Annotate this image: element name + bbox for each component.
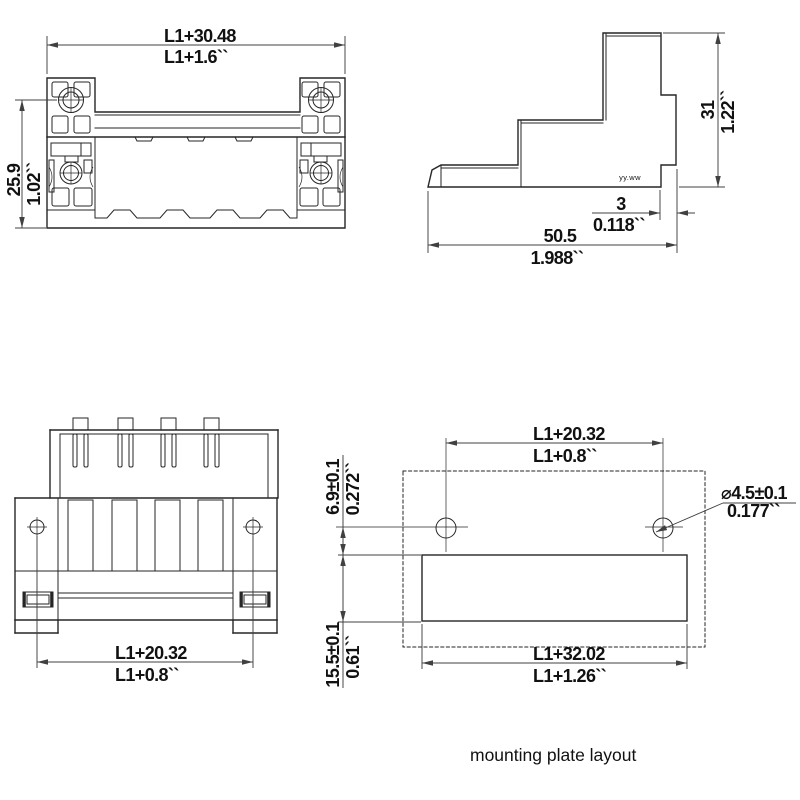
pin-leg [214, 433, 220, 468]
latch-inner [243, 594, 267, 605]
pin-leg [203, 433, 209, 468]
dim-side-height-imperial: 1.22`` [718, 90, 738, 134]
flange-pocket [51, 187, 70, 207]
front-flange-left [48, 81, 94, 207]
pin-cap [72, 417, 89, 431]
flex-arc [339, 166, 344, 188]
notch-tab [134, 136, 154, 142]
side-rib [337, 159, 344, 193]
plate-outline-dashed [402, 470, 706, 648]
dim-side-height-metric: 31 [698, 100, 718, 119]
latch-left [22, 591, 54, 608]
dim-side-step-imperial: 0.118`` [593, 215, 645, 235]
dim-side-step: 3 0.118`` [592, 169, 695, 253]
flange-pocket [51, 115, 69, 134]
latch-band [300, 142, 342, 157]
flange-pocket [323, 115, 341, 134]
contact-slot [111, 499, 138, 572]
mounting-plate-view: L1+20.32 L1+0.8`` 6.9±0.1 0.272`` 15.5±0… [323, 424, 796, 688]
side-view: yy.ww 31 1.22`` 3 0.118`` 50.5 1.988`` [427, 32, 738, 268]
flange-pocket [323, 81, 341, 98]
dim-side-height: 31 1.22`` [663, 32, 738, 188]
contact-slot [197, 499, 224, 572]
dim-plate-hole-diameter-imperial: 0.177`` [727, 501, 780, 521]
dim-plate-hole-diameter: ⌀4.5±0.1 0.177`` [655, 483, 796, 533]
flex-arc [48, 166, 53, 188]
dim-pin-hole-spacing-imperial: L1+0.8`` [115, 665, 179, 685]
dim-plate-cutout-height-imperial: 0.61`` [343, 635, 363, 679]
drawing-caption: mounting plate layout [470, 745, 636, 765]
flange-pocket [73, 187, 93, 207]
dim-plate-cutout-width-metric: L1+32.02 [533, 644, 605, 664]
side-rib [299, 159, 309, 174]
pin-cap [203, 417, 220, 431]
pin-cap [117, 417, 134, 431]
front-view: L1+30.48 L1+1.6`` 25.9 1.02`` [4, 26, 346, 229]
dim-front-height-imperial: 1.02`` [24, 162, 44, 206]
flex-arc [89, 166, 94, 188]
dim-plate-hole-spacing-imperial: L1+0.8`` [533, 446, 597, 466]
pin-leg [83, 433, 89, 468]
latch-right [239, 591, 271, 608]
notch-tab [186, 136, 206, 142]
front-view-outline [46, 77, 346, 229]
latch-tab [313, 155, 328, 163]
dim-plate-cutout-height-metric: 15.5±0.1 [323, 622, 343, 688]
dim-side-depth-imperial: 1.988`` [531, 248, 584, 268]
pin-cap [160, 417, 177, 431]
pin-side-view: L1+20.32 L1+0.8`` [14, 417, 279, 685]
dim-plate-left: 6.9±0.1 0.272`` 15.5±0.1 0.61`` [323, 455, 421, 688]
dim-front-height: 25.9 1.02`` [4, 99, 57, 229]
pin-leg [160, 433, 166, 468]
flange-pocket [73, 115, 91, 134]
latch-outer [239, 591, 271, 608]
flange-pocket [301, 115, 319, 134]
dim-plate-hole-diameter-metric: ⌀4.5±0.1 [721, 483, 788, 503]
contact-slot [154, 499, 181, 572]
pin-leg [117, 433, 123, 468]
dim-front-width-metric: L1+30.48 [164, 26, 236, 46]
latch-band [50, 142, 92, 157]
plate-cutout [421, 554, 688, 622]
dim-front-height-metric: 25.9 [4, 163, 24, 196]
dim-plate-hole-spacing: L1+20.32 L1+0.8`` [446, 424, 663, 466]
flange-pocket [51, 81, 69, 98]
solder-pins [72, 417, 220, 468]
dim-plate-cutout-width-imperial: L1+1.26`` [533, 666, 607, 686]
dim-plate-hole-offset-imperial: 0.272`` [343, 462, 363, 515]
flange-pocket [299, 187, 319, 207]
leader-line [655, 502, 724, 533]
dim-plate-hole-spacing-metric: L1+20.32 [533, 424, 605, 444]
pin-leg [72, 433, 78, 468]
side-rib [48, 159, 55, 193]
pin-leg [128, 433, 134, 468]
dim-pin-hole-spacing: L1+20.32 L1+0.8`` [36, 536, 254, 685]
front-flange-right [298, 81, 344, 207]
latch-tab [64, 155, 79, 163]
side-rib [83, 159, 93, 174]
dim-side-depth: 50.5 1.988`` [427, 191, 677, 268]
flange-pocket [301, 81, 319, 98]
dim-side-depth-metric: 50.5 [544, 226, 577, 246]
dim-front-width: L1+30.48 L1+1.6`` [46, 26, 346, 74]
dim-pin-hole-spacing-metric: L1+20.32 [115, 643, 187, 663]
dim-plate-hole-offset-metric: 6.9±0.1 [323, 459, 343, 515]
dim-side-step-metric: 3 [616, 194, 626, 214]
pin-leg [171, 433, 177, 468]
contact-slot [67, 499, 94, 572]
comb-teeth [94, 209, 298, 219]
flange-pocket [73, 81, 91, 98]
side-profile-outline [427, 32, 677, 188]
flange-pocket [322, 187, 341, 207]
dim-plate-cutout-width: L1+32.02 L1+1.26`` [421, 624, 688, 686]
notch-tab [234, 136, 254, 142]
housing-outline [46, 77, 346, 229]
date-code-marking: yy.ww [619, 173, 641, 182]
latch-outer [22, 591, 54, 608]
latch-inner [26, 594, 50, 605]
dim-front-width-imperial: L1+1.6`` [164, 47, 228, 67]
flex-arc [298, 166, 303, 188]
